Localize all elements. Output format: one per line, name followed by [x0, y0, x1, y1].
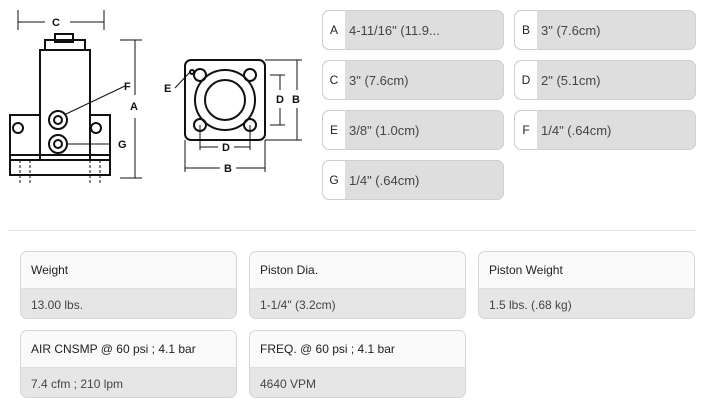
dimension-value: 3" (7.6cm) [349, 72, 409, 88]
label-d-bottom: D [222, 142, 230, 154]
dimension-letter: D [515, 61, 537, 99]
spec-value: 7.4 cfm ; 210 lpm [31, 377, 124, 391]
dimension-letter: B [515, 11, 537, 49]
spec-card-frequency: FREQ. @ 60 psi ; 4.1 bar 4640 VPM [249, 330, 466, 398]
dimension-value: 1/4" (.64cm) [349, 172, 420, 188]
label-e: E [164, 83, 171, 95]
dimension-value: 3" (7.6cm) [541, 22, 601, 38]
spec-label: Weight [21, 252, 236, 289]
vibrator-dimension-drawing: C A F G E D B D B [9, 10, 302, 185]
spec-value: 1-1/4" (3.2cm) [260, 298, 336, 312]
label-g: G [118, 139, 127, 151]
spec-card-weight: Weight 13.00 lbs. [20, 251, 237, 319]
label-d-side: D [276, 94, 284, 106]
spec-card-piston-weight: Piston Weight 1.5 lbs. (.68 kg) [478, 251, 695, 319]
dimension-value: 4-11/16" (11.9... [349, 22, 440, 38]
dimension-e: E 3/8" (1.0cm) [322, 110, 504, 150]
spec-label: Piston Weight [479, 252, 694, 289]
label-b-side: B [292, 94, 300, 106]
spec-value: 13.00 lbs. [31, 298, 84, 312]
spec-value: 4640 VPM [260, 377, 317, 391]
label-c: C [52, 17, 60, 29]
spec-value: 1.5 lbs. (.68 kg) [489, 298, 572, 312]
dimension-a: A 4-11/16" (11.9... [322, 10, 504, 50]
label-b-bottom: B [224, 163, 232, 175]
label-a: A [130, 101, 138, 113]
dimension-value: 2" (5.1cm) [541, 72, 601, 88]
side-view-right-foot [89, 114, 111, 161]
dimension-letter: E [323, 111, 345, 149]
spec-label: FREQ. @ 60 psi ; 4.1 bar [250, 331, 465, 368]
dimension-letter: G [323, 161, 345, 199]
spec-label: AIR CNSMP @ 60 psi ; 4.1 bar [21, 331, 236, 368]
dimension-letter: A [323, 11, 345, 49]
top-view-body [184, 59, 266, 141]
port-g [48, 134, 68, 154]
dimension-d: D 2" (5.1cm) [514, 60, 696, 100]
spec-card-air-consumption: AIR CNSMP @ 60 psi ; 4.1 bar 7.4 cfm ; 2… [20, 330, 237, 398]
dimension-value: 1/4" (.64cm) [541, 122, 612, 138]
port-f [48, 110, 68, 130]
dimension-letter: C [323, 61, 345, 99]
dimension-value: 3/8" (1.0cm) [349, 122, 420, 138]
section-divider [8, 230, 696, 231]
dimension-c: C 3" (7.6cm) [322, 60, 504, 100]
spec-label: Piston Dia. [250, 252, 465, 289]
spec-card-piston-dia: Piston Dia. 1-1/4" (3.2cm) [249, 251, 466, 319]
label-f: F [124, 81, 131, 93]
dimension-letter: F [515, 111, 537, 149]
side-view-left-foot [9, 114, 41, 161]
dimension-b: B 3" (7.6cm) [514, 10, 696, 50]
dimension-f: F 1/4" (.64cm) [514, 110, 696, 150]
dimension-g: G 1/4" (.64cm) [322, 160, 504, 200]
